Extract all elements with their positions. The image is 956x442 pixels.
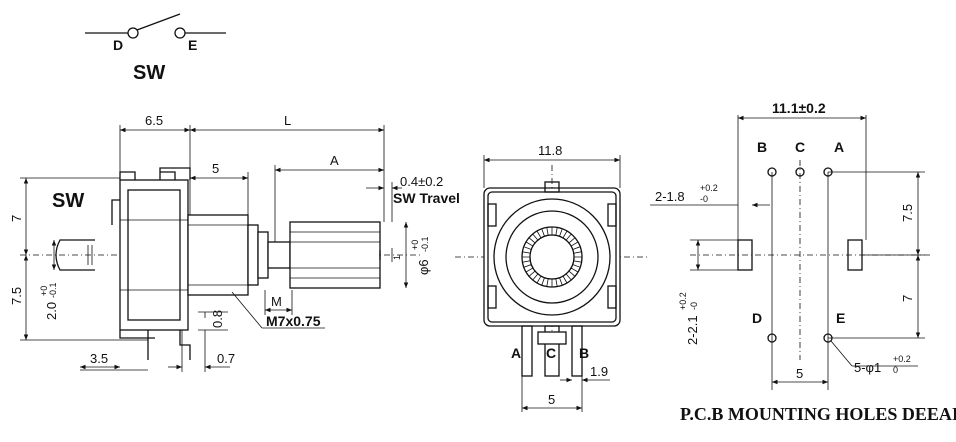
sw-travel-label: SW Travel [393, 190, 460, 206]
pcb-view: 11.1±0.2 B C A D E 2-1.8 +0.2 -0 2-2.1 +… [650, 100, 956, 424]
dim-a: A [330, 153, 339, 168]
dim-phi6-tol-bot: -0.1 [420, 236, 430, 252]
dim-0-7: 0.7 [217, 351, 235, 366]
dim-m: M [271, 294, 282, 309]
dim-7-5-side: 7.5 [9, 287, 24, 305]
pcb-pin-c: C [795, 139, 805, 155]
front-pin-c: C [546, 345, 556, 361]
dim-l: L [284, 113, 291, 128]
dim-holes-tol-bot: 0 [893, 365, 898, 375]
dim-3-5: 3.5 [90, 351, 108, 366]
dim-11-8: 11.8 [538, 143, 562, 158]
dim-2-2-1-tol-top: +0.2 [678, 292, 688, 310]
dim-2-1-8: 2-1.8 [655, 189, 685, 204]
knurl-teeth [521, 226, 583, 288]
dim-5-pcb: 5 [796, 366, 803, 381]
side-view: 6.5 L 5 A 0.4±0.2 SW Travel SW 7 7.5 2.0… [9, 113, 460, 372]
dim-5-front: 5 [548, 392, 555, 407]
dim-holes: 5-φ1 [854, 360, 881, 375]
schematic-pin-d: D [113, 37, 123, 53]
dim-1: 1 [392, 255, 402, 260]
pcb-pin-e: E [836, 310, 845, 326]
front-pin-b: B [579, 345, 589, 361]
dim-2-0: 2.0 [44, 302, 59, 320]
front-view: 11.8 A C B 1.9 5 [455, 143, 650, 412]
front-pin-a: A [511, 345, 521, 361]
dim-holes-tol-top: +0.2 [893, 354, 911, 364]
thread-label: M7x0.75 [266, 313, 321, 329]
dim-7-side: 7 [9, 215, 24, 222]
pcb-caption: P.C.B MOUNTING HOLES DEEAIL [680, 404, 956, 424]
dim-2-1-8-tol-top: +0.2 [700, 183, 718, 193]
dim-11-1: 11.1±0.2 [772, 100, 826, 116]
dim-2-0-tol-bot: -0.1 [48, 282, 58, 298]
dim-5-side: 5 [212, 161, 219, 176]
dim-6-5: 6.5 [145, 113, 163, 128]
dim-2-1-8-tol-bot: -0 [700, 194, 708, 204]
dim-7-5-pcb: 7.5 [900, 204, 915, 222]
dim-phi6: φ6 [416, 259, 431, 275]
schematic-pin-e: E [188, 37, 197, 53]
schematic-title: SW [133, 62, 165, 84]
dim-2-2-1: 2-2.1 [685, 315, 700, 345]
dim-1-9: 1.9 [590, 364, 608, 379]
dim-0-8: 0.8 [210, 310, 225, 328]
dim-2-0-tol-top: +0 [39, 286, 49, 296]
pcb-pin-d: D [752, 310, 762, 326]
pcb-pin-a: A [834, 139, 844, 155]
pcb-pin-b: B [757, 139, 767, 155]
switch-schematic: D E SW [85, 13, 226, 84]
dim-phi6-tol-top: +0 [410, 240, 420, 250]
dim-0-4: 0.4±0.2 [400, 174, 443, 189]
dim-7-pcb: 7 [900, 295, 915, 302]
dim-2-2-1-tol-bot: -0 [689, 302, 699, 310]
sw-side-label: SW [52, 190, 84, 212]
